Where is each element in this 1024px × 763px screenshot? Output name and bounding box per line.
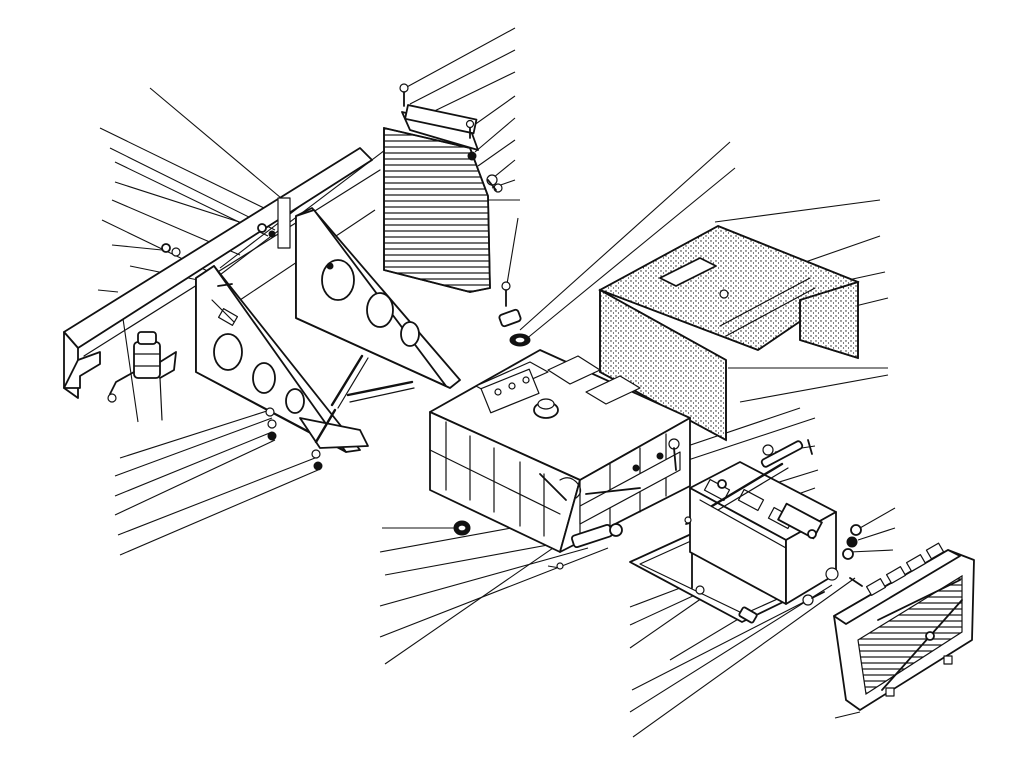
leader-line [97,289,119,293]
end-cover-grille [833,542,975,711]
left-triangular-bracket [195,265,369,453]
leader-line [629,595,706,649]
lightening-hole [321,259,355,301]
leader-line [99,127,269,211]
leader-line [409,49,516,105]
leader-line [524,167,736,341]
leader-line [111,244,163,251]
leader-line [474,117,516,153]
leader-line [114,417,273,477]
leader-line [477,139,516,167]
leader-line [669,614,746,661]
lightening-hole [285,388,305,414]
leader-line [114,431,273,497]
fuel-filter-assembly [107,331,177,421]
leader-line [119,469,319,556]
fasteners [161,179,680,570]
leader-line [739,374,889,403]
right-triangular-bracket [277,197,461,389]
leader-line [629,594,696,626]
battery-box [429,349,691,553]
leader-line [849,549,894,553]
leader-line [469,95,516,129]
battery-tray [629,519,825,624]
leader-line [119,409,271,459]
lightening-hole [252,362,276,394]
leader-line [505,217,519,291]
leader-line [857,527,896,541]
leader-line [834,711,861,719]
slatted-screen-panel [383,83,498,293]
leader-line [631,599,809,691]
leader-line [114,439,276,516]
lightening-hole [400,321,420,347]
leader-line [379,547,589,607]
leader-line [519,141,731,331]
leader-line [404,27,516,89]
leader-line [117,457,316,536]
lightening-hole [213,333,243,371]
leader-line [632,577,856,738]
leader-line [199,149,386,291]
leader-line [379,547,609,638]
lightening-hole [366,292,394,328]
frame-rail [63,147,381,399]
leader-line [629,584,833,713]
leader-line [114,181,259,229]
battery [684,439,837,605]
bolt [498,281,531,347]
nut-stack [825,524,863,587]
leader-line [109,147,276,231]
support-struts [314,354,415,444]
battery-cover-box [598,225,860,442]
leader-line [714,199,881,223]
leader-line [149,87,288,204]
leader-line [859,507,896,529]
